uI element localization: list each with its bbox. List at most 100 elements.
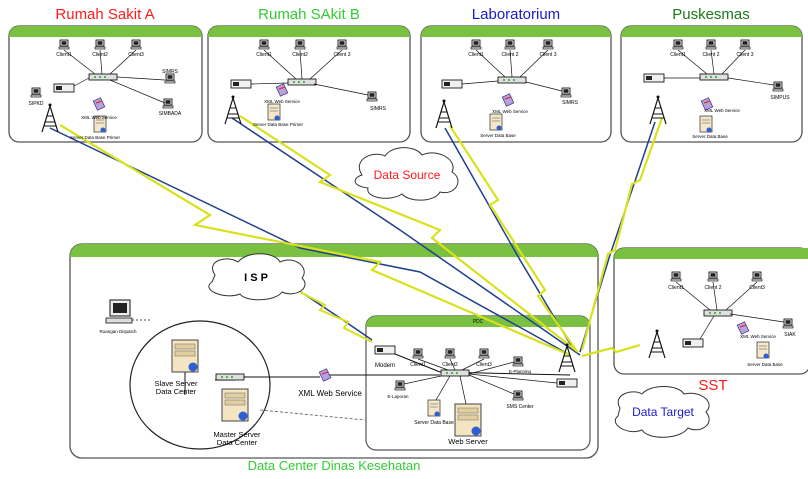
lab-dbserver: Server Data Base <box>480 133 516 138</box>
pc-icon <box>542 39 554 50</box>
server-zone-circle <box>129 320 271 450</box>
rs-a-client2: Client2 <box>92 52 108 58</box>
server-icon <box>267 103 281 121</box>
server-icon <box>489 113 503 131</box>
pc-icon <box>130 39 142 50</box>
pc-icon <box>782 318 794 329</box>
cloud-data-source <box>354 147 459 201</box>
lab-simrs: SIMRS <box>562 100 579 106</box>
rs-a-dbprimer: Server Data Base Primer <box>70 135 121 140</box>
rs-a-devices <box>30 39 176 133</box>
lab-client1: Client1 <box>468 52 484 58</box>
pc-icon <box>707 271 719 282</box>
pusk-client2: Client 2 <box>703 52 720 58</box>
switch-icon <box>440 369 470 377</box>
rs-b-client3: Client 3 <box>334 52 351 58</box>
data-source-label: Data Source <box>374 168 441 182</box>
switch-icon <box>287 78 317 86</box>
puskesmas-title: Puskesmas <box>672 6 750 23</box>
rs-a-xml: XML Web Service <box>81 115 117 120</box>
router-icon <box>230 79 252 89</box>
dc-client2: Client2 <box>442 362 458 368</box>
cloud-isp <box>208 253 306 301</box>
pc-icon <box>560 87 572 98</box>
data-center-devices <box>105 299 578 437</box>
pc-icon <box>30 87 42 98</box>
pc-icon <box>258 39 270 50</box>
pc-icon <box>444 348 456 359</box>
pusk-client3: Client 3 <box>737 52 754 58</box>
lab-client3: Client 3 <box>540 52 557 58</box>
dc-xml-label: XML Web Service <box>298 389 362 398</box>
rs-a-sipkd: SIPKD <box>28 101 43 107</box>
dc-client3: Client3 <box>476 362 492 368</box>
data-center-title: Data Center Dinas Kesehatan <box>248 458 421 473</box>
router-icon <box>53 83 75 93</box>
pc-icon <box>336 39 348 50</box>
sms-center-label: SMS Center <box>506 404 534 410</box>
workstation-icon <box>105 299 133 324</box>
pc-icon <box>739 39 751 50</box>
dc-dbserver-label: Server Data Base <box>414 420 454 426</box>
switch-icon <box>215 373 245 381</box>
router-icon <box>643 73 665 83</box>
rs-b-simrs: SIMRS <box>370 106 387 112</box>
pc-icon <box>294 39 306 50</box>
rs-b-dbprimer: Server Data Base Primer <box>253 122 304 127</box>
rs-a-title: Rumah Sakit A <box>55 6 154 23</box>
rs-b-devices <box>224 39 378 125</box>
lab-title: Laboratorium <box>472 6 560 23</box>
data-target-label: Data Target <box>632 405 694 419</box>
sst-xml: XML Web Service <box>740 334 776 339</box>
modem-icon <box>374 345 396 355</box>
lab-devices <box>435 39 572 131</box>
pc-icon <box>478 348 490 359</box>
sst-siak: SIAK <box>784 332 796 338</box>
server-icon <box>756 341 770 359</box>
ruangan-label: Ruangan Dispatch <box>99 329 137 334</box>
rs-b-xml: XML Web Service <box>264 99 300 104</box>
pusk-simpus: SIMPUS <box>770 95 790 101</box>
pc-icon <box>394 380 406 391</box>
pusk-client1: Client1 <box>670 52 686 58</box>
web-server-label: Web Server <box>448 437 488 446</box>
pc-icon <box>412 348 424 359</box>
master-label-1: Master Server <box>213 430 261 439</box>
pc-icon <box>772 81 784 92</box>
pdc-label: PDC <box>473 319 484 325</box>
sst-client3: Client3 <box>749 285 765 291</box>
router-icon <box>441 79 463 89</box>
pc-icon <box>672 39 684 50</box>
sst-title: SST <box>698 377 727 394</box>
router-icon <box>682 338 704 348</box>
site-rumah-sakit-a <box>8 25 203 143</box>
rs-a-simrs: SIMRS <box>162 69 179 75</box>
server-icon <box>699 115 713 133</box>
rs-b-title: Rumah SAkit B <box>258 6 360 23</box>
rs-b-client1: Client1 <box>256 52 272 58</box>
e-laporan-label: E-Laporan <box>387 394 409 399</box>
master-label-2: Data Center <box>217 438 258 447</box>
pc-icon <box>366 91 378 102</box>
pc-icon <box>705 39 717 50</box>
sst-client2: Client 2 <box>705 285 722 291</box>
rs-b-client2: Client2 <box>292 52 308 58</box>
modem-label: Modem <box>375 363 395 369</box>
dc-client1: Client1 <box>410 362 426 368</box>
sst-client1: Client1 <box>668 285 684 291</box>
pc-icon <box>504 39 516 50</box>
rs-a-client3: Client3 <box>128 52 144 58</box>
pc-icon <box>162 98 174 109</box>
site-laboratorium <box>420 25 612 143</box>
rs-a-client1: Client1 <box>56 52 72 58</box>
router-icon <box>556 378 578 388</box>
server-icon <box>427 399 441 417</box>
isp-label: I S P <box>244 272 268 284</box>
switch-icon <box>699 73 729 81</box>
master-server-icon <box>221 388 249 422</box>
pc-icon <box>670 271 682 282</box>
lab-client2: Client 2 <box>502 52 519 58</box>
slave-label-1: Slave Server <box>155 379 198 388</box>
e-planning-label: E-Planning <box>509 369 532 374</box>
